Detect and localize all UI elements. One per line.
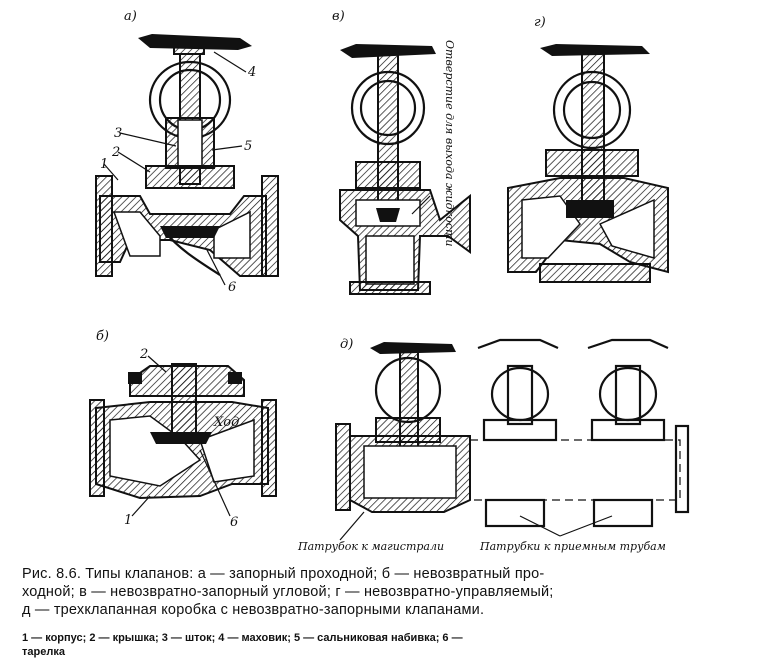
handwheel-g (540, 44, 650, 56)
panel-label-g: г) (534, 15, 546, 30)
caption-line-2: ходной; в — невозвратно-запорный угловой… (22, 584, 554, 600)
handwheel-d-left (370, 342, 456, 354)
legend-line-2: тарелка (22, 646, 65, 658)
panel-label-v: в) (332, 9, 345, 24)
stroke-label: Ход (213, 415, 239, 430)
panel-label-a: а) (124, 9, 137, 24)
callout-b1: 1 (124, 513, 132, 528)
disc-g (566, 200, 614, 218)
valve-diagrams: а) 6 1 2 3 4 5 в) (89, 9, 690, 553)
caption-line-3: д — трехклапанная коробка с невозвратно-… (22, 602, 485, 618)
figure-caption: Рис. 8.6. Типы клапанов: а — запорный пр… (22, 565, 750, 619)
valve-v: в) Отверстие для выхода жидкости (332, 9, 471, 295)
valve-d: д) Патрубок к магистрали Патрубки к прие… (297, 337, 690, 553)
disc-v (376, 208, 400, 222)
intake-pipes-label: Патрубки к приемным трубам (479, 540, 666, 553)
panel-label-d: д) (340, 337, 353, 352)
callout-6: 6 (228, 280, 236, 295)
valve-a: а) 6 1 2 3 4 5 (95, 9, 279, 295)
parts-legend: 1 — корпус; 2 — крышка; 3 — шток; 4 — ма… (22, 631, 757, 659)
panel-label-b: б) (96, 329, 109, 344)
handwheel-d-mid (477, 338, 559, 350)
valve-b: б) 2 Ход 1 6 (89, 329, 277, 530)
caption-line-1: Рис. 8.6. Типы клапанов: а — запорный пр… (22, 566, 545, 582)
valve-g: г) (507, 15, 669, 283)
callout-4: 4 (247, 65, 256, 80)
callout-5: 5 (244, 139, 252, 154)
handwheel-d-right (587, 338, 669, 350)
disc-a (160, 226, 220, 238)
callout-2: 2 (111, 145, 120, 160)
callout-3: 3 (114, 126, 122, 141)
manifold-d (470, 439, 681, 501)
legend-line-1: 1 — корпус; 2 — крышка; 3 — шток; 4 — ма… (22, 632, 463, 644)
outlet-hole-label: Отверстие для выхода жидкости (443, 40, 456, 246)
disc-b (150, 432, 212, 444)
callout-b6: 6 (230, 515, 238, 530)
callout-b2: 2 (139, 347, 148, 362)
main-pipe-label: Патрубок к магистрали (297, 540, 444, 553)
